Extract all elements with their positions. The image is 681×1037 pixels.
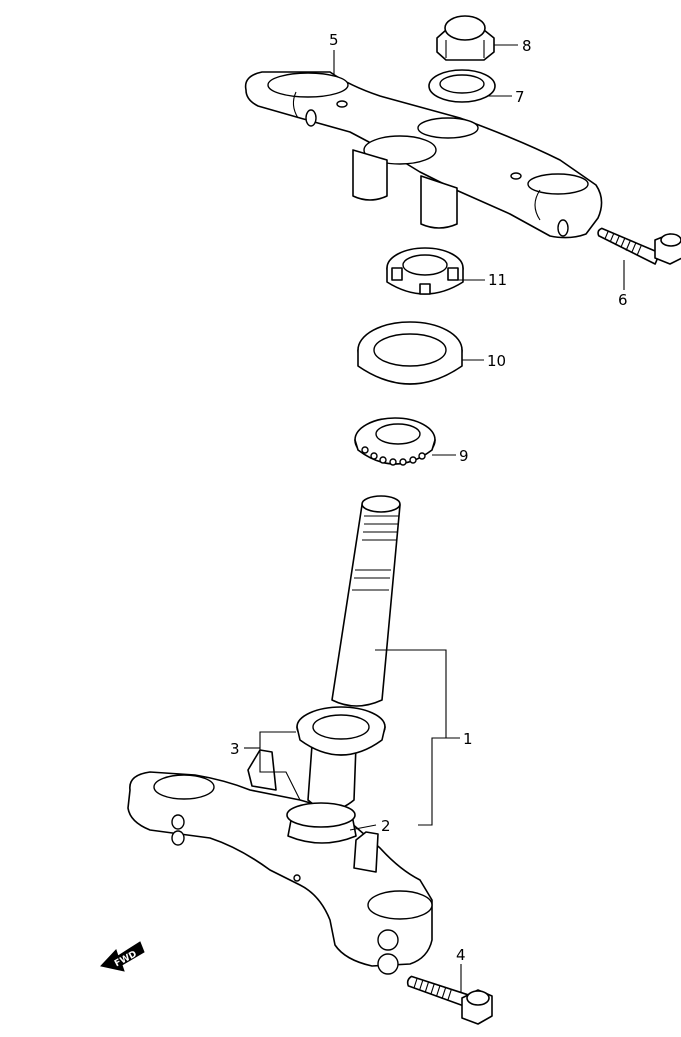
part-5-upper-bracket [244, 71, 603, 239]
part-7-washer [428, 69, 496, 103]
part-1-steering-stem [127, 495, 433, 975]
callout-labels: 5 8 7 11 6 10 9 1 3 2 4 [230, 31, 628, 964]
part-4-bolt [406, 975, 493, 1025]
callout-10: 10 [487, 352, 506, 370]
part-3-dust-seal [296, 706, 386, 756]
part-11-lock-nut [386, 247, 464, 295]
part-10-dust-seal [357, 321, 463, 385]
callout-5: 5 [329, 31, 339, 49]
part-8-cap-nut [436, 15, 495, 61]
callout-7: 7 [515, 88, 525, 106]
callout-2: 2 [381, 817, 391, 835]
callout-11: 11 [488, 271, 507, 289]
part-9-bearing [354, 417, 436, 466]
callout-8: 8 [522, 37, 532, 55]
part-6-bolt [597, 227, 681, 265]
callout-9: 9 [459, 447, 469, 465]
callout-3: 3 [230, 740, 240, 758]
callout-6: 6 [618, 291, 628, 309]
leader-lines [244, 44, 625, 992]
callout-1: 1 [463, 730, 473, 748]
fwd-arrow-icon: FWD [100, 941, 145, 972]
callout-4: 4 [456, 946, 466, 964]
